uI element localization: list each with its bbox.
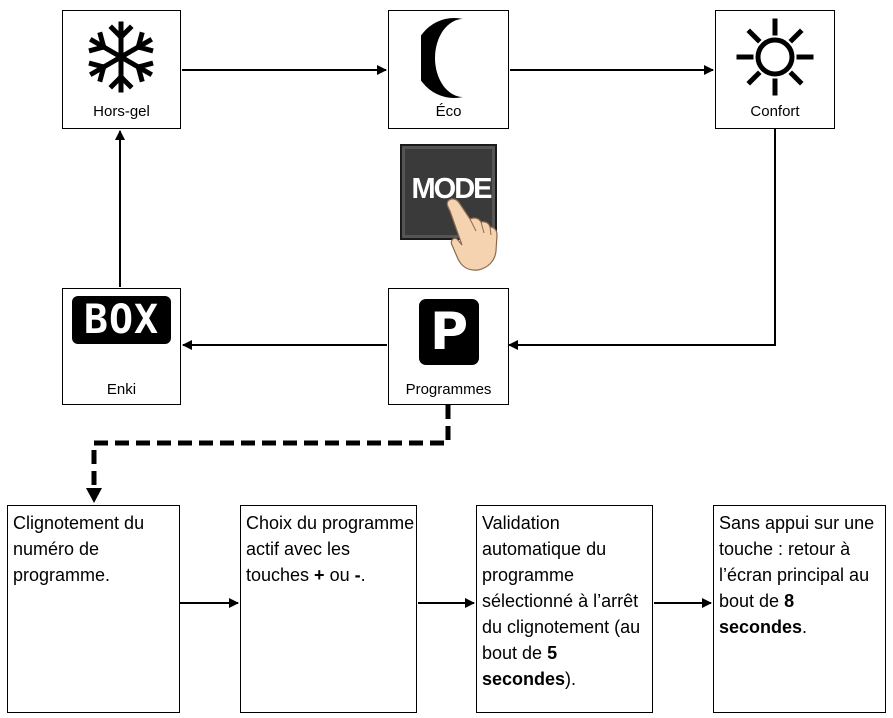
- snowflake-icon: [83, 21, 159, 95]
- step-4-text-end: .: [802, 617, 808, 637]
- step-2-text-mid: ou: [324, 565, 355, 585]
- step-2-text: Choix du programme actif avec les touche…: [246, 513, 415, 585]
- step-3-text-end: ).: [565, 669, 577, 689]
- step-3-duration: 5 secondes: [482, 643, 566, 689]
- step-box-3: Validation automatique du programme séle…: [476, 505, 653, 713]
- step-box-4: Sans appui sur une touche : retour à l’é…: [713, 505, 886, 713]
- mode-box-programmes: P Programmes: [388, 288, 509, 405]
- hand-pointer-icon: [446, 198, 498, 271]
- mode-label-programmes: Programmes: [405, 381, 492, 398]
- step-2-text-end: .: [360, 565, 366, 585]
- mode-label-hors-gel: Hors-gel: [93, 103, 150, 120]
- minus-key-label: -: [354, 565, 361, 585]
- moon-icon: [421, 18, 463, 98]
- plus-key-label: +: [314, 565, 325, 585]
- box-icon: BOX: [72, 296, 171, 344]
- p-icon-text: P: [429, 302, 469, 362]
- mode-box-eco: Éco: [388, 10, 509, 129]
- step-4-text: Sans appui sur une touche : retour à l’é…: [719, 513, 875, 611]
- mode-box-enki: BOX Enki: [62, 288, 181, 405]
- step-box-2: Choix du programme actif avec les touche…: [240, 505, 417, 713]
- dashed-arrow-head: [86, 488, 102, 503]
- box-icon-text: BOX: [83, 297, 160, 343]
- arrow-confort-to-programmes: [508, 128, 776, 350]
- mode-label-confort: Confort: [750, 103, 800, 120]
- step-4-duration: 8 secondes: [719, 591, 803, 637]
- p-icon: P: [419, 299, 479, 365]
- dashed-arrow-programmes-to-steps: [91, 405, 451, 490]
- step-3-text: Validation automatique du programme séle…: [482, 513, 641, 663]
- mode-label-enki: Enki: [106, 381, 137, 398]
- mode-label-eco: Éco: [435, 103, 462, 120]
- step-1-text: Clignotement du numéro de programme.: [13, 513, 145, 585]
- step-box-1: Clignotement du numéro de programme.: [7, 505, 180, 713]
- mode-box-hors-gel: Hors-gel: [62, 10, 181, 129]
- mode-box-confort: Confort: [715, 10, 835, 129]
- sun-icon: [736, 18, 814, 96]
